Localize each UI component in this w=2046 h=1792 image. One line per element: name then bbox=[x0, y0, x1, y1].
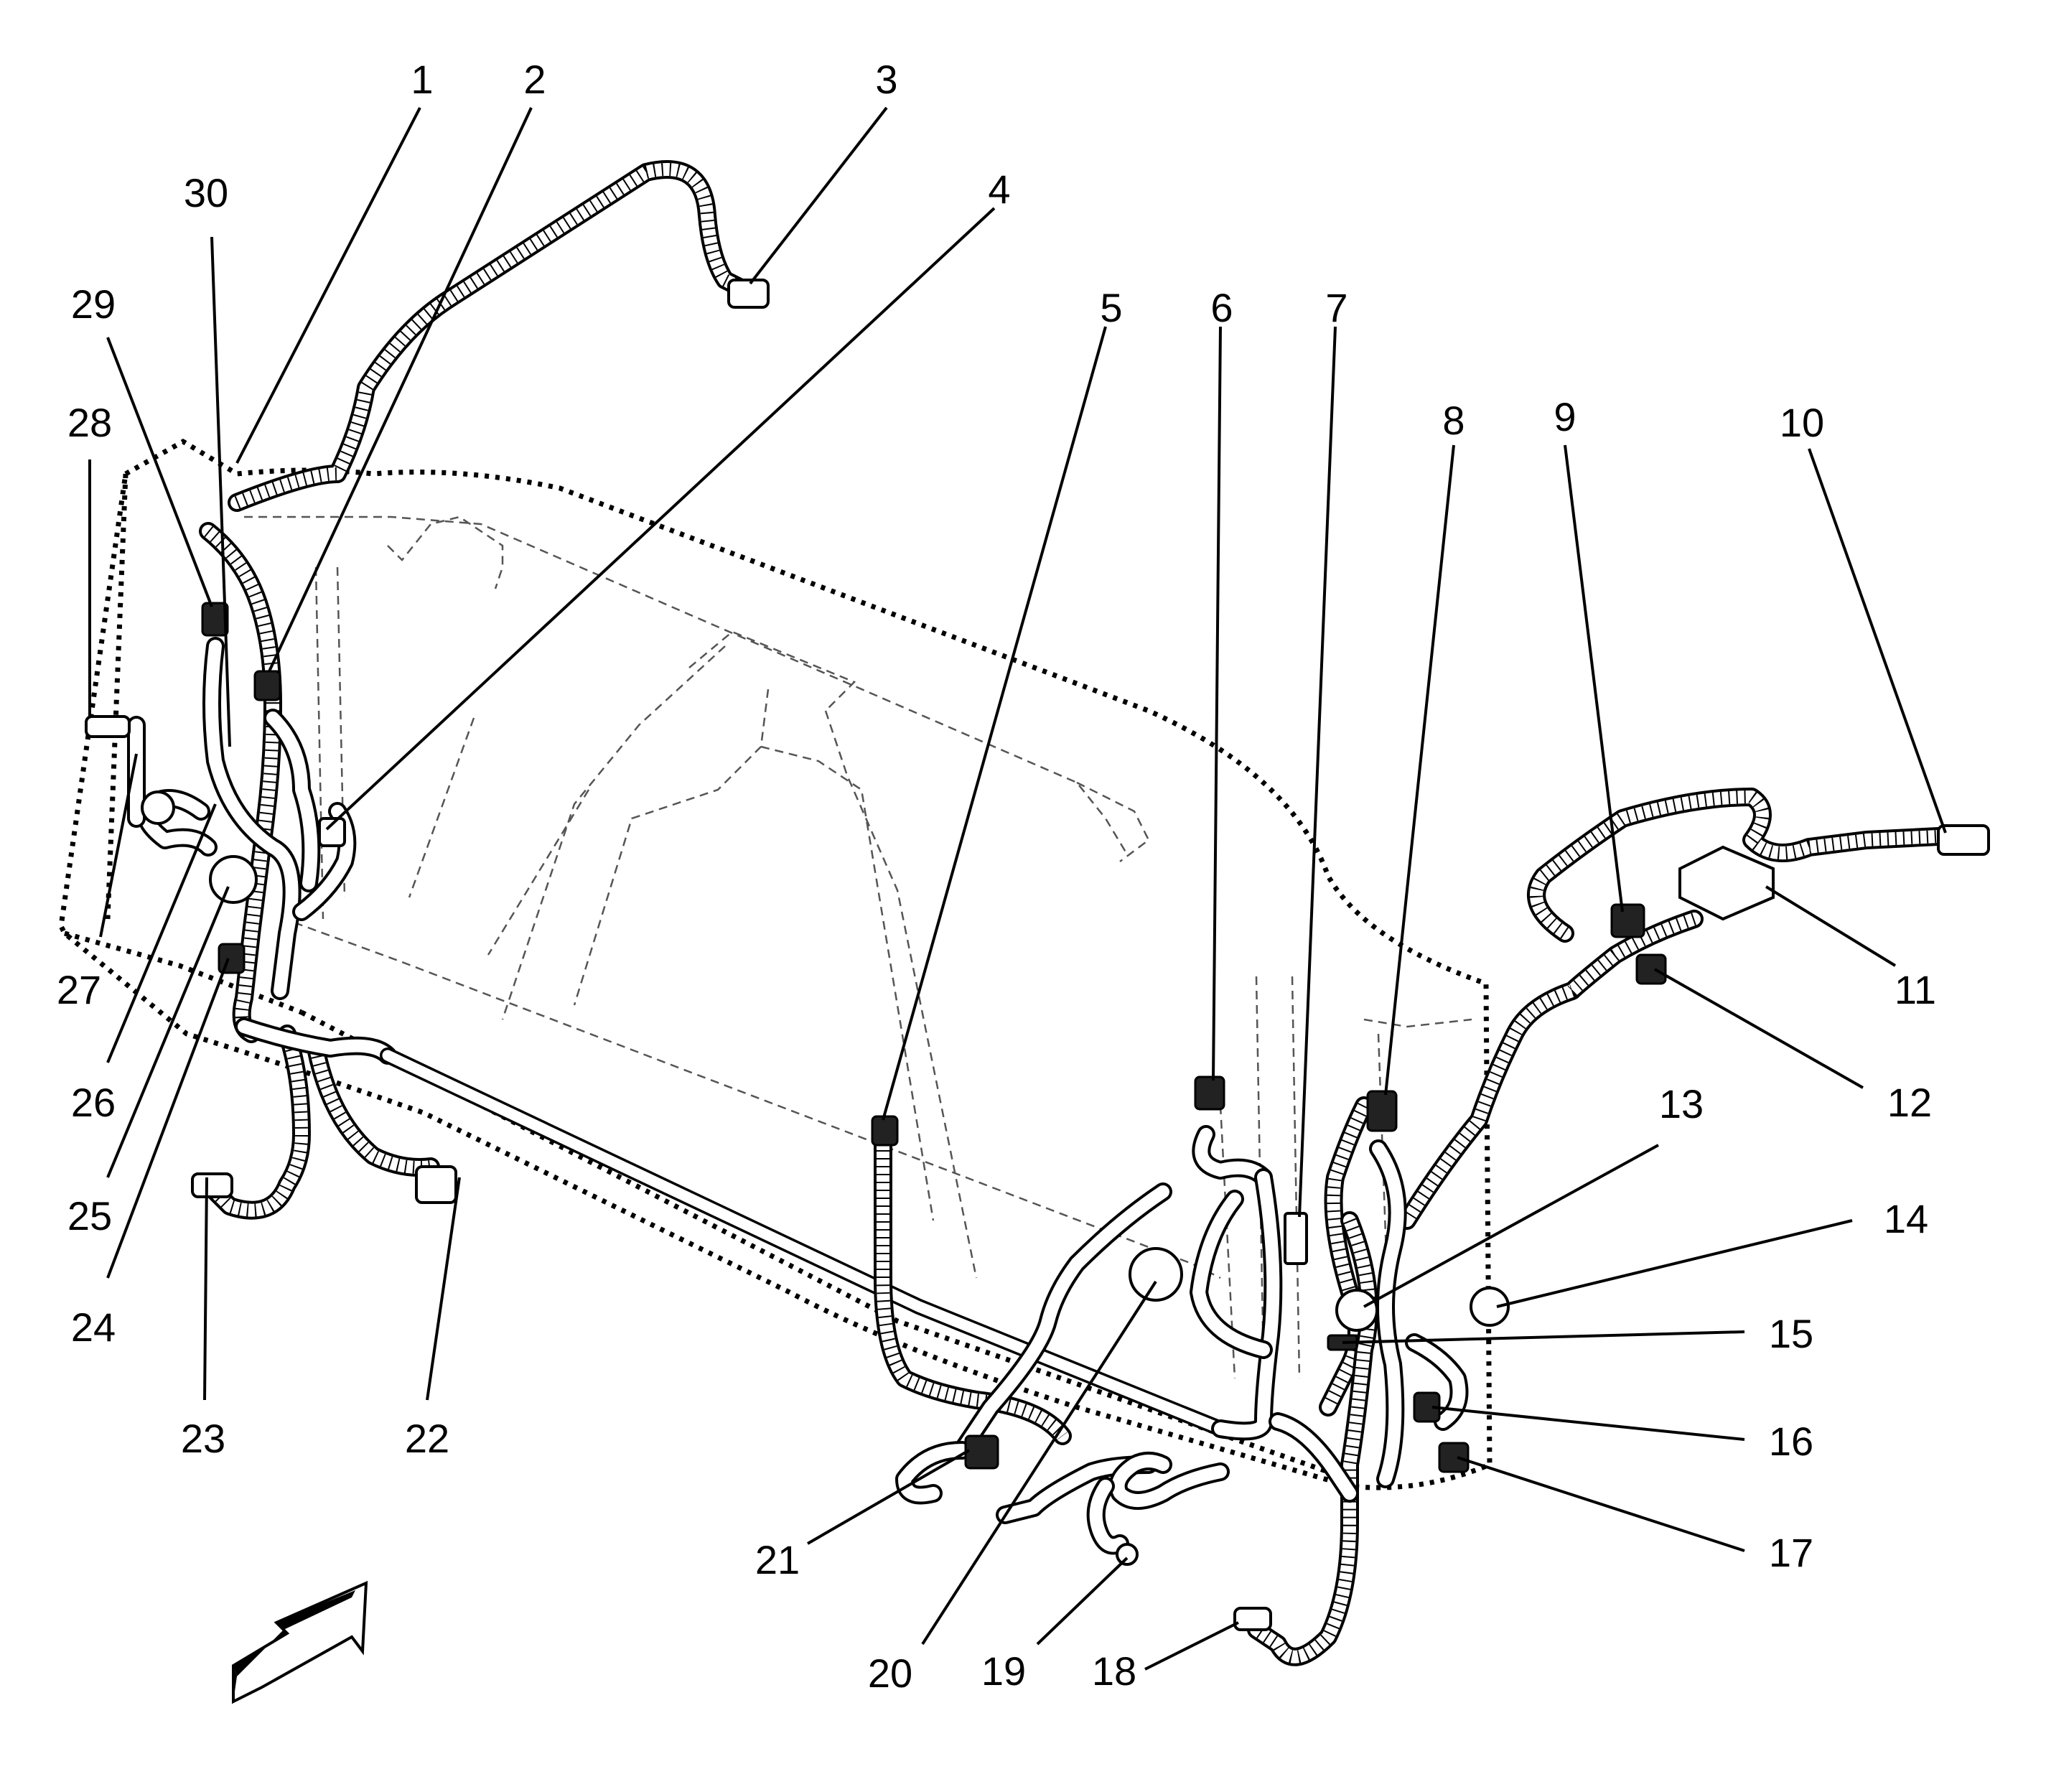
connector-10 bbox=[1937, 824, 1990, 856]
callout-12: 12 bbox=[1887, 1080, 1932, 1125]
callout-10: 10 bbox=[1780, 400, 1824, 445]
callout-20: 20 bbox=[868, 1651, 912, 1696]
connector-24 bbox=[218, 943, 246, 974]
connector-29 bbox=[201, 602, 229, 637]
connector-19 bbox=[1116, 1543, 1139, 1566]
center-harness bbox=[874, 1125, 1072, 1445]
connector-22 bbox=[415, 1165, 457, 1204]
connector-20 bbox=[1129, 1247, 1183, 1302]
callout-7: 7 bbox=[1325, 285, 1347, 330]
callout-labels: 1 2 3 4 5 6 7 8 9 10 11 12 13 14 15 16 1… bbox=[57, 57, 1936, 1696]
floor-harness-tube bbox=[380, 1047, 1228, 1437]
connector-26 bbox=[141, 790, 175, 825]
callout-19: 19 bbox=[981, 1648, 1026, 1694]
vehicle-frame-outline bbox=[244, 515, 1472, 1437]
connector-17 bbox=[1438, 1442, 1470, 1473]
connector-6 bbox=[1194, 1075, 1225, 1111]
callout-16: 16 bbox=[1769, 1419, 1813, 1464]
callout-3: 3 bbox=[875, 57, 897, 102]
connector-7 bbox=[1284, 1212, 1308, 1265]
callout-5: 5 bbox=[1100, 285, 1122, 330]
vehicle-body-outline bbox=[58, 438, 1493, 1490]
callout-18: 18 bbox=[1092, 1648, 1136, 1694]
callout-24: 24 bbox=[71, 1305, 116, 1350]
connector-9 bbox=[1610, 903, 1645, 938]
connector-23 bbox=[191, 1172, 233, 1198]
leader-lines bbox=[88, 106, 1947, 1671]
callout-14: 14 bbox=[1884, 1196, 1928, 1241]
upper-left-harness bbox=[228, 160, 749, 512]
callout-30: 30 bbox=[184, 170, 228, 215]
connectors bbox=[85, 279, 1990, 1631]
connector-18 bbox=[1233, 1607, 1272, 1631]
callout-1: 1 bbox=[411, 57, 433, 102]
callout-26: 26 bbox=[71, 1080, 116, 1125]
forward-direction-arrow-icon bbox=[232, 1580, 368, 1704]
callout-13: 13 bbox=[1659, 1081, 1704, 1126]
connector-25 bbox=[209, 855, 258, 904]
callout-11: 11 bbox=[1895, 967, 1936, 1012]
callout-4: 4 bbox=[988, 167, 1010, 212]
connector-28 bbox=[85, 715, 131, 738]
callout-17: 17 bbox=[1769, 1530, 1813, 1575]
right-upper-harness bbox=[1398, 788, 1948, 1230]
callout-2: 2 bbox=[523, 57, 546, 102]
callout-23: 23 bbox=[181, 1416, 225, 1461]
callout-9: 9 bbox=[1554, 394, 1576, 439]
connector-4 bbox=[318, 817, 346, 847]
callout-8: 8 bbox=[1442, 398, 1465, 443]
callout-15: 15 bbox=[1769, 1311, 1813, 1356]
callout-22: 22 bbox=[405, 1416, 449, 1461]
callout-21: 21 bbox=[755, 1537, 800, 1582]
connector-5 bbox=[871, 1115, 899, 1147]
connector-8 bbox=[1366, 1090, 1398, 1132]
connector-12 bbox=[1635, 953, 1667, 985]
callout-27: 27 bbox=[57, 967, 101, 1012]
callout-28: 28 bbox=[67, 400, 112, 445]
right-lower-harness-cluster bbox=[895, 1096, 1469, 1666]
connector-13 bbox=[1335, 1289, 1378, 1332]
module-11 bbox=[1678, 845, 1775, 921]
connector-2 bbox=[253, 670, 281, 701]
left-side-harness bbox=[127, 522, 440, 1220]
callout-25: 25 bbox=[67, 1193, 112, 1238]
callout-29: 29 bbox=[71, 281, 116, 327]
connector-14 bbox=[1470, 1287, 1510, 1327]
callout-6: 6 bbox=[1210, 285, 1233, 330]
connector-21 bbox=[964, 1434, 999, 1470]
connector-3 bbox=[727, 279, 770, 309]
